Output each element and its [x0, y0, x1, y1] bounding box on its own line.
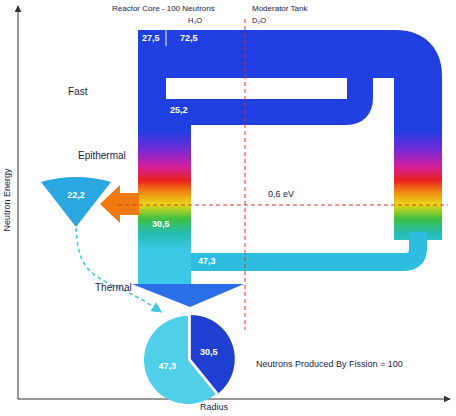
- core-pie-slice: 30,5: [140, 312, 236, 408]
- shape-fill: [191, 315, 235, 393]
- shape-outline: [140, 312, 236, 408]
- dashed-connector: [76, 228, 161, 312]
- axis-label: Neutron Energy: [3, 168, 13, 231]
- thermal-return-band: [185, 232, 418, 262]
- epithermal-arrow: [100, 185, 139, 223]
- flow-value: 72,5: [180, 34, 198, 44]
- split-line: [166, 30, 167, 46]
- heading: Reactor Core - 100 Neutrons: [112, 5, 215, 14]
- moderator-band: [165, 54, 418, 240]
- boundary-line: [245, 19, 246, 330]
- core-column: [138, 99, 191, 285]
- energy-band-label: Epithermal: [78, 150, 126, 161]
- shape-outline: [40, 176, 112, 228]
- shape-fill: [41, 177, 111, 227]
- energy-axis: [18, 6, 19, 399]
- heading: Moderator Tank: [252, 5, 307, 14]
- energy-band-label: Fast: [68, 86, 87, 97]
- energy-band-label: Thermal: [95, 282, 132, 293]
- medium-label: D₂O: [252, 17, 266, 25]
- axis-label: Radius: [200, 403, 228, 413]
- flow-value: 30,5: [152, 220, 170, 230]
- threshold-label: 0,6 eV: [268, 190, 294, 200]
- flow-value: 25,2: [170, 106, 188, 116]
- absorbed-wedge: 22,2: [40, 176, 112, 228]
- core-fast-band: [138, 30, 166, 102]
- energy-threshold-line: [118, 205, 448, 206]
- flow-value: 27,5: [142, 34, 160, 44]
- medium-label: H₂O: [188, 17, 202, 25]
- radius-axis: [18, 399, 450, 400]
- flow-value: 47,3: [198, 257, 216, 267]
- slice-value: 30,5: [200, 348, 218, 358]
- slice-value: 47,3: [158, 362, 176, 372]
- note: Neutrons Produced By Fission = 100: [256, 360, 403, 370]
- slice-value: 22,2: [67, 191, 85, 201]
